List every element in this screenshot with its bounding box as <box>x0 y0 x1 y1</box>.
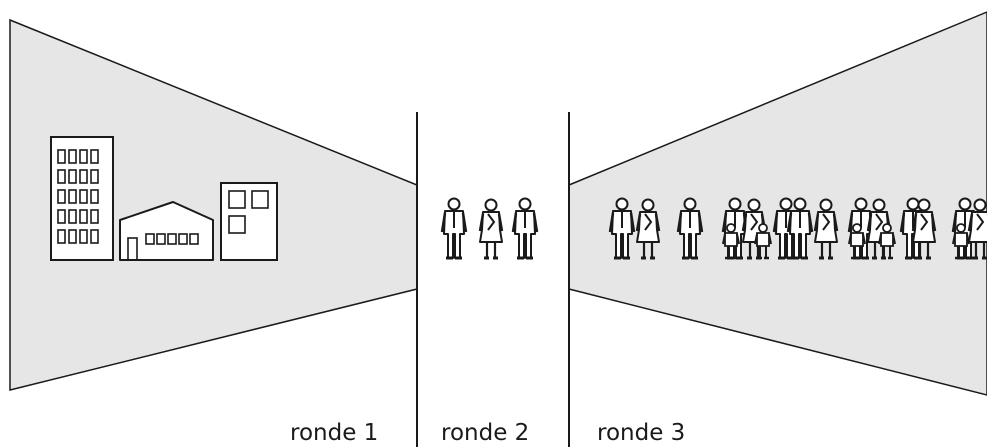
man-icon <box>511 197 539 260</box>
office-tower-icon <box>50 136 114 261</box>
round-2-label: ronde 2 <box>441 420 530 446</box>
woman-icon <box>478 198 504 260</box>
round-1-label: ronde 1 <box>290 420 379 446</box>
round-3-label: ronde 3 <box>597 420 686 446</box>
office-block-icon <box>220 182 278 261</box>
man-icon <box>440 197 468 260</box>
factory-icon <box>119 201 214 261</box>
round2-people <box>440 197 539 260</box>
